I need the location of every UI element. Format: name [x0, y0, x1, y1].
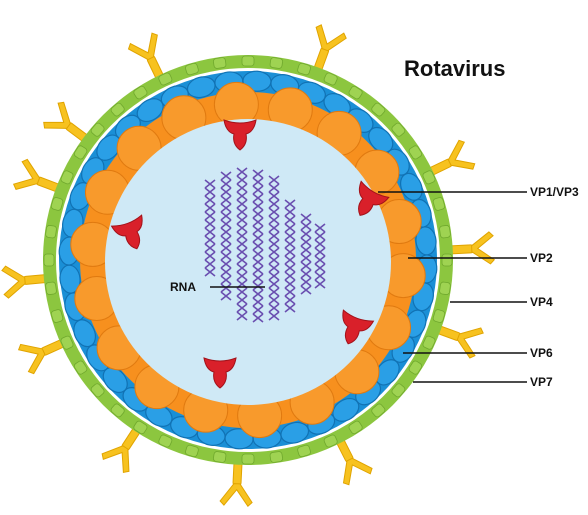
vp6-label: VP6	[530, 346, 553, 360]
vp1vp3-label: VP1/VP3	[530, 185, 579, 199]
vp7-subunit	[270, 57, 283, 69]
vp7-subunit	[45, 225, 57, 238]
vp7-subunit	[44, 254, 54, 266]
vp4-label: VP4	[530, 295, 553, 309]
vp4-spike-icon	[220, 459, 254, 507]
vp7-subunit	[242, 454, 254, 464]
vp7-label: VP7	[530, 375, 553, 389]
vp4-spike-icon	[447, 232, 495, 266]
vp7-subunit	[442, 254, 452, 266]
rna-label: RNA	[170, 280, 196, 294]
vp7-subunit	[213, 451, 226, 463]
vp4-spike-icon	[2, 262, 51, 298]
vp7-subunit	[439, 282, 451, 295]
vp7-subunit	[270, 451, 283, 463]
diagram-title: Rotavirus	[404, 56, 505, 82]
vp7-subunit	[213, 57, 226, 69]
vp7-subunit	[242, 56, 254, 66]
core	[105, 119, 391, 405]
vp7-subunit	[439, 225, 451, 238]
vp2-label: VP2	[530, 251, 553, 265]
vp7-subunit	[45, 282, 57, 295]
